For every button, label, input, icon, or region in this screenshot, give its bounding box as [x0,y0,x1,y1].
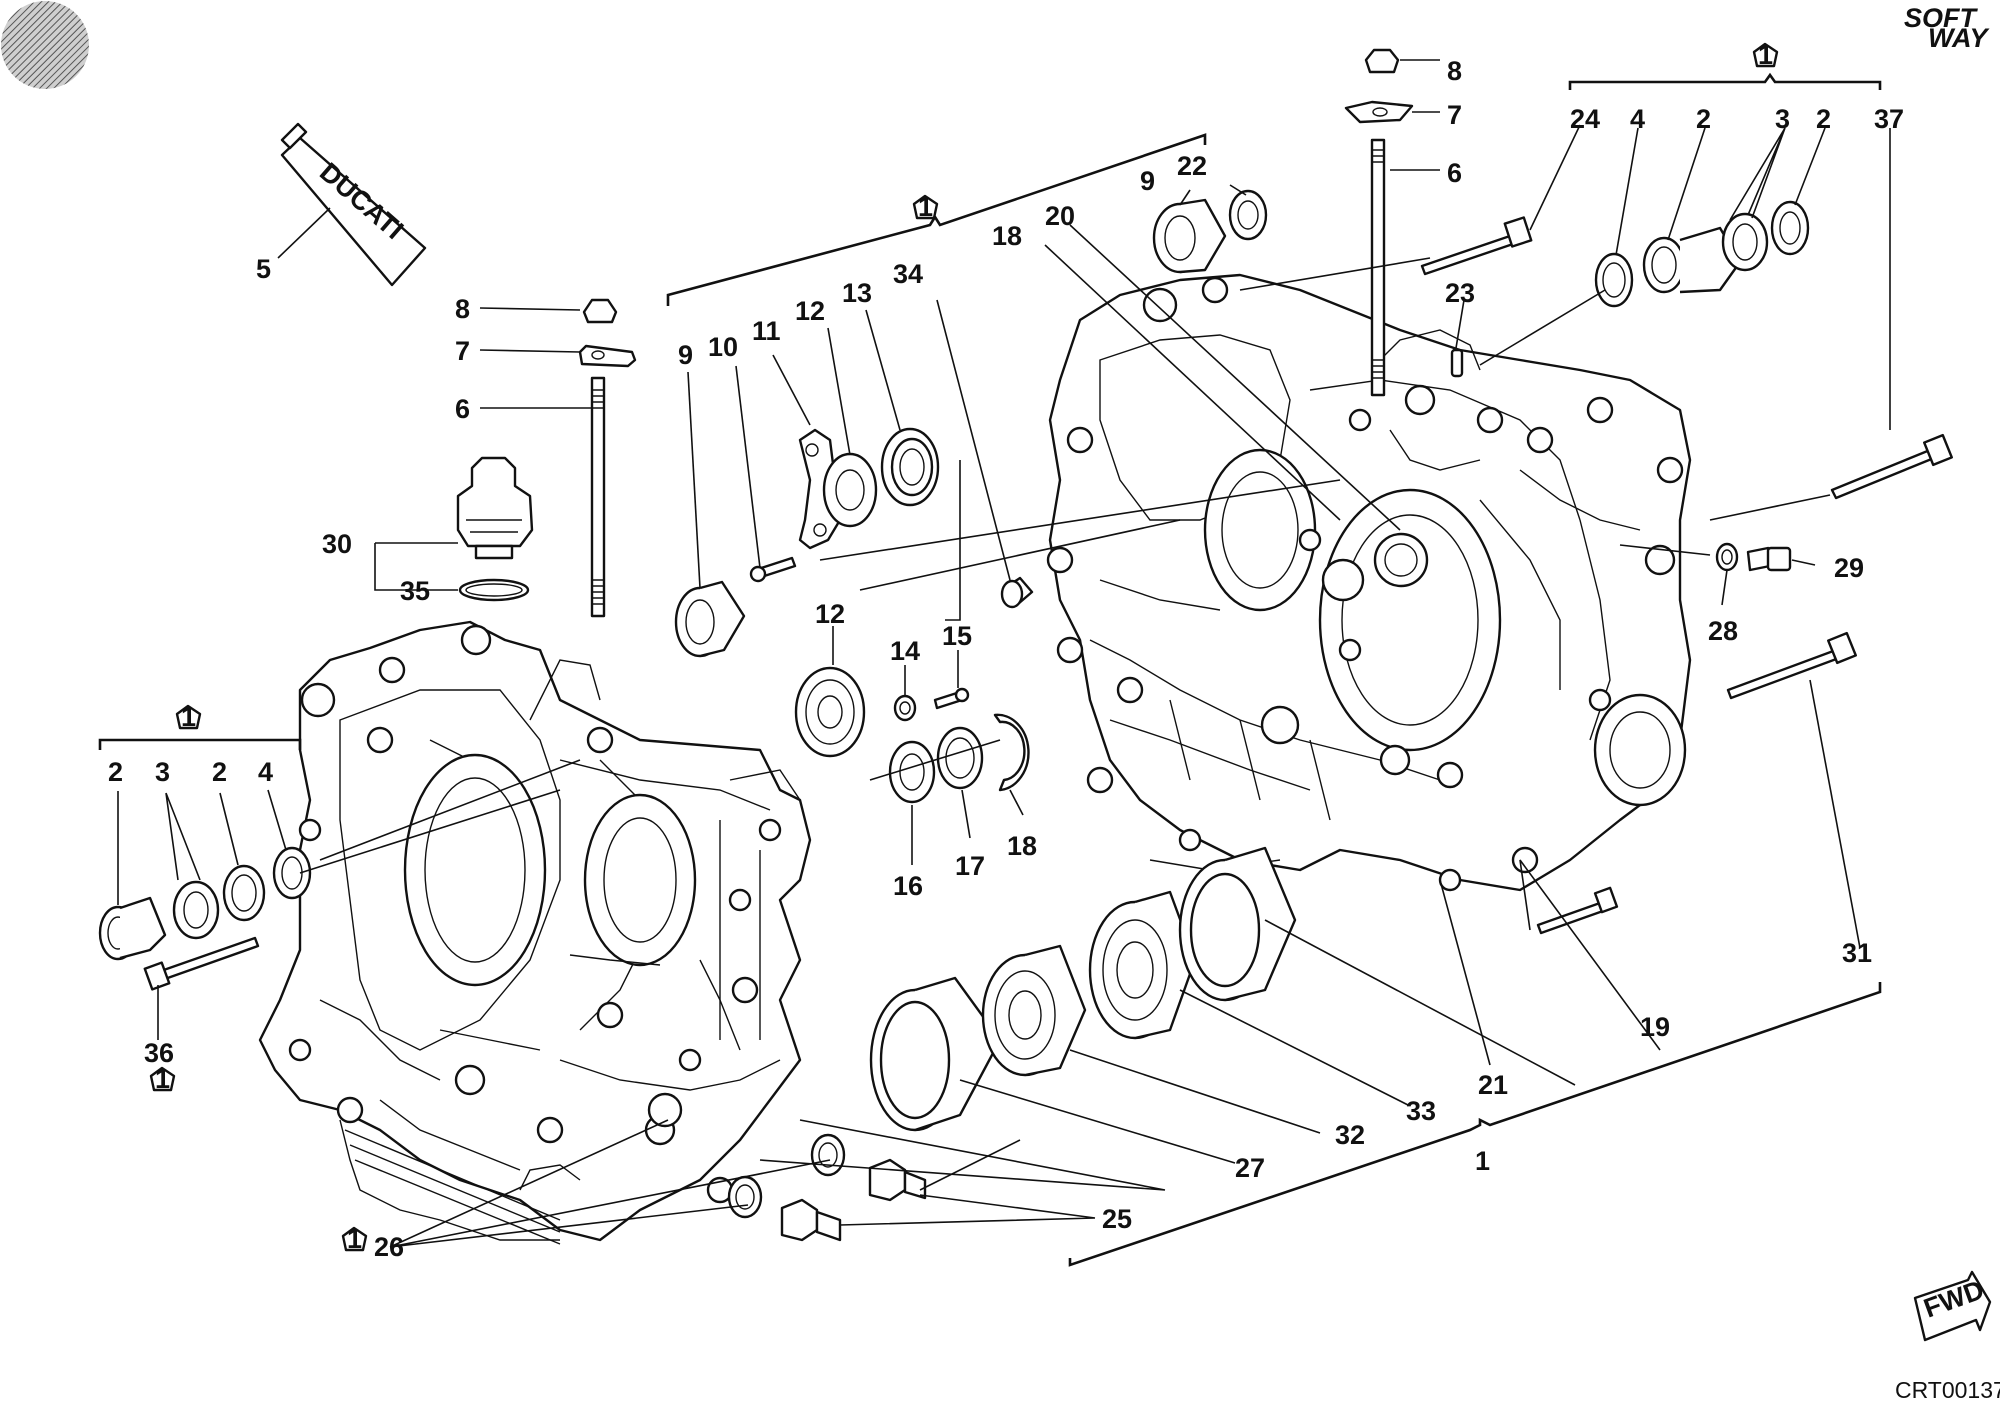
fwd-arrow-icon: FWD [1913,1270,1992,1342]
bearing-9-right [1152,189,1268,274]
callout-6: 6 [455,394,470,424]
callout-9: 9 [1140,166,1155,196]
kit-marker-icon: 1 [341,1224,368,1254]
callout-7: 7 [455,336,470,366]
bolt-37 [1830,433,1953,500]
left-crankcase-half [258,620,812,1245]
leader-lines [117,59,1891,1248]
dowel-34 [1000,576,1034,609]
bearing-9-left [674,580,746,658]
kit-marker-icon: 1 [149,1064,176,1094]
callout-30: 30 [322,529,352,559]
kit-marker-icon: 1 [1752,40,1779,70]
callout-2: 2 [1696,104,1711,134]
callout-8: 8 [1447,56,1462,86]
corner-mark-icon [1,1,89,89]
right-bearing-set [1594,200,1810,308]
mid-bearing-group [794,666,1030,804]
callout-20: 20 [1045,201,1075,231]
callout-23: 23 [1445,278,1475,308]
callout-2: 2 [212,757,227,787]
callout-33: 33 [1406,1096,1436,1126]
main-bearing-set [869,846,1297,1132]
kit-marker-icon: 1 [912,192,939,222]
callout-37: 37 [1874,104,1904,134]
drawing-code: CRT00137 [1895,1377,2000,1403]
callout-6: 6 [1447,158,1462,188]
svg-text:1: 1 [918,192,933,222]
breather-valve [456,456,534,602]
kit-bracket-left [98,738,302,750]
kit-bracket-mid [666,133,1207,306]
callout-3: 3 [155,757,170,787]
callout-21: 21 [1478,1070,1508,1100]
callout-9: 9 [678,340,693,370]
callout-12: 12 [795,296,825,326]
right-crankcase-half [1046,273,1692,892]
left-stud-assembly [578,298,637,618]
bracket-part-1 [1068,982,1882,1267]
callout-17: 17 [955,851,985,881]
callout-34: 34 [893,259,923,289]
callout-25: 25 [1102,1204,1132,1234]
left-bearing-set [98,846,312,991]
bolt-24 [1420,216,1533,276]
callout-36: 36 [144,1038,174,1068]
drain-plug-group [727,1133,927,1242]
callout-12: 12 [815,599,845,629]
callout-5: 5 [256,254,271,284]
callout-27: 27 [1235,1153,1265,1183]
callout-14: 14 [890,636,920,666]
plug-29-group [1715,542,1792,572]
svg-text:1: 1 [1758,40,1773,70]
callout-4: 4 [1630,104,1645,134]
callout-8: 8 [455,294,470,324]
callout-15: 15 [942,621,972,651]
callout-labels: 5 8 7 6 30 35 2 3 2 4 36 9 10 11 12 13 3… [108,56,1904,1262]
callout-22: 22 [1177,151,1207,181]
kit-marker-icon: 1 [175,702,202,732]
svg-text:1: 1 [347,1224,362,1254]
dowel-23 [1450,348,1464,378]
bolt-31 [1726,631,1857,700]
kit-bracket-right [1568,72,1882,90]
callout-16: 16 [893,871,923,901]
callout-2: 2 [108,757,123,787]
callout-18: 18 [1007,831,1037,861]
callout-13: 13 [842,278,872,308]
callout-31: 31 [1842,938,1872,968]
callout-26: 26 [374,1232,404,1262]
callout-2: 2 [1816,104,1831,134]
retainer-plate-group [749,427,940,583]
callout-7: 7 [1447,100,1462,130]
callout-24: 24 [1570,104,1600,134]
callout-10: 10 [708,332,738,362]
callout-28: 28 [1708,616,1738,646]
sealant-tube: DUCATI [280,122,427,287]
callout-19: 19 [1640,1012,1670,1042]
svg-text:1: 1 [155,1064,170,1094]
callout-35: 35 [400,576,430,606]
callout-32: 32 [1335,1120,1365,1150]
callout-18: 18 [992,221,1022,251]
svg-text:1: 1 [181,702,196,732]
svg-text:SOFT: SOFT [1904,3,1979,33]
callout-1: 1 [1475,1146,1490,1176]
bolt-19 [1536,886,1619,935]
softway-logo: SOFT WAY [1904,3,1990,53]
callout-29: 29 [1834,553,1864,583]
callout-4: 4 [258,757,273,787]
svg-text:WAY: WAY [1928,23,1990,53]
callout-3: 3 [1775,104,1790,134]
callout-11: 11 [752,316,781,346]
